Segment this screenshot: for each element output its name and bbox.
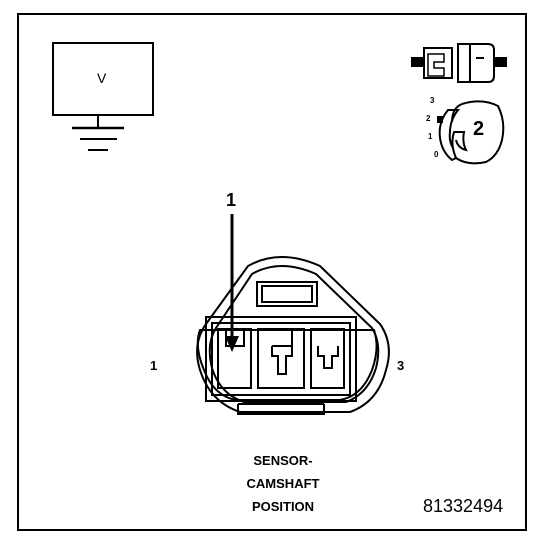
pin-right-label: 3	[397, 358, 405, 373]
meter-label: V	[97, 70, 107, 86]
connector-body	[196, 256, 390, 415]
diagram-frame	[17, 13, 527, 531]
pin-pointer-arrow	[225, 214, 239, 352]
caption-line-3: POSITION	[251, 499, 315, 514]
figure-id: 81332494	[423, 496, 504, 516]
pin-left-label: 1	[150, 358, 158, 373]
voltmeter-symbol	[52, 42, 154, 151]
probe-step-label: 2	[473, 118, 485, 140]
rotary-selector-icon	[437, 100, 505, 165]
probe-step-1: 1	[428, 132, 433, 141]
probe-step-0: 0	[434, 150, 439, 159]
probe-step-2: 2	[426, 114, 431, 123]
caption-line-1: SENSOR-	[253, 453, 313, 468]
probe-step-3: 3	[430, 96, 435, 105]
connector-probe-icon	[411, 43, 507, 83]
pointer-label: 1	[226, 190, 237, 210]
caption-line-2: CAMSHAFT	[246, 476, 320, 491]
